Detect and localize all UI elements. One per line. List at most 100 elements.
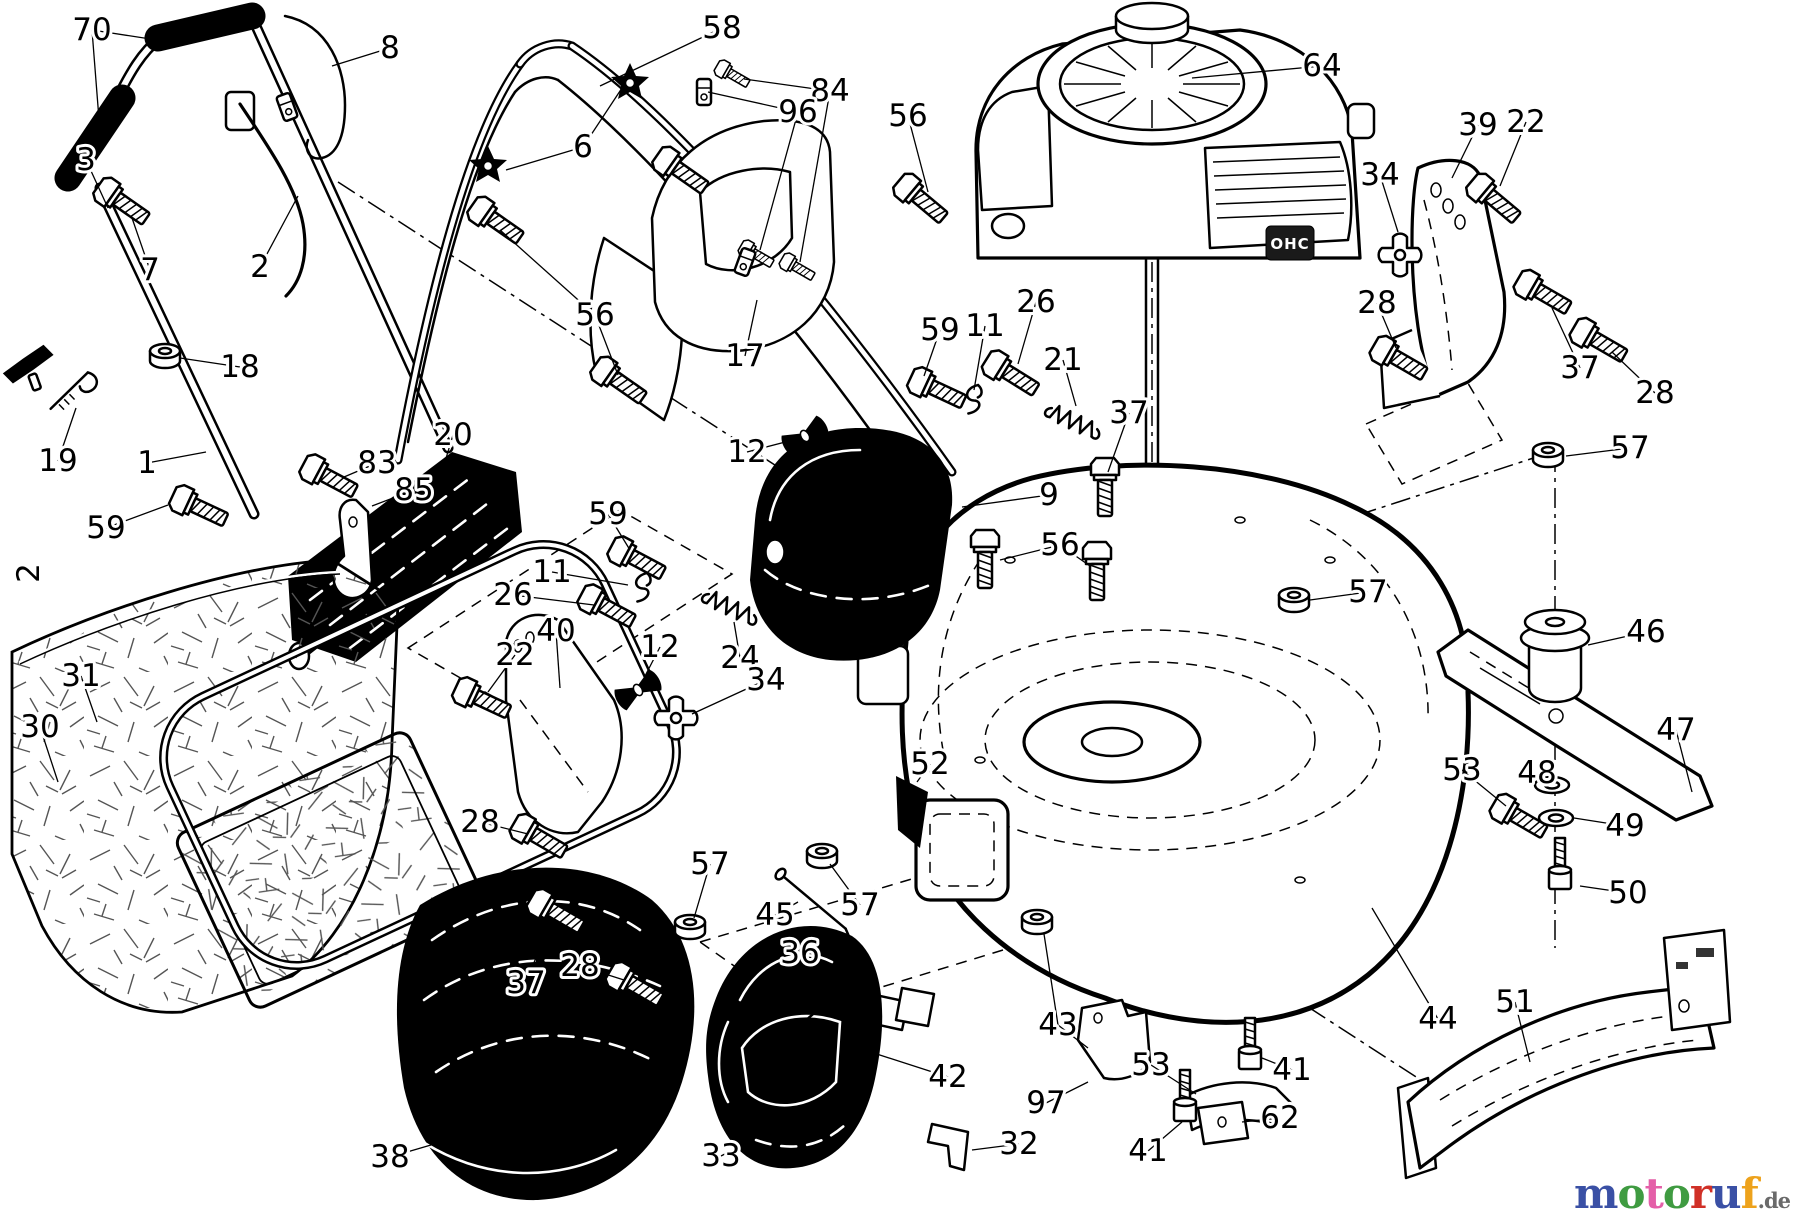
leader-line bbox=[1309, 591, 1369, 601]
leader-line bbox=[331, 47, 391, 67]
nut-icon bbox=[805, 842, 839, 870]
jbolt-icon bbox=[49, 363, 102, 424]
leader-line bbox=[85, 159, 109, 209]
leader-line bbox=[599, 27, 723, 87]
part-number-label: 34 bbox=[1360, 157, 1399, 193]
part-number-label: 28 bbox=[460, 804, 499, 840]
leader-line bbox=[146, 451, 207, 464]
part-number-label: 19 bbox=[38, 443, 77, 479]
leader-line bbox=[961, 494, 1050, 508]
leader-line bbox=[555, 630, 561, 689]
deck-handle-opening bbox=[914, 798, 1010, 902]
leader-line bbox=[1587, 631, 1647, 646]
leader-line bbox=[829, 863, 861, 906]
nut-icon bbox=[148, 342, 182, 370]
leader-line bbox=[131, 217, 151, 271]
part-number-label: 51 bbox=[1495, 984, 1534, 1020]
bolt-icon bbox=[295, 450, 363, 505]
engine-badge-plate bbox=[1265, 225, 1315, 261]
part-number-label: 37 bbox=[1560, 350, 1599, 386]
leader-line bbox=[487, 654, 516, 693]
part-number-label: 49 bbox=[1605, 808, 1644, 844]
leader-line bbox=[999, 544, 1061, 561]
part-number-label: 9 bbox=[1039, 477, 1059, 513]
leader-line bbox=[971, 1143, 1020, 1151]
leader-line bbox=[1579, 885, 1629, 894]
part-number-label: 57 bbox=[840, 887, 879, 923]
watermark-letter: o bbox=[1617, 1169, 1645, 1218]
leader-line bbox=[582, 87, 623, 148]
leader-line bbox=[91, 29, 171, 43]
part-number-label: 18 bbox=[220, 349, 259, 385]
leader-line bbox=[512, 594, 595, 606]
part-number-label: 6 bbox=[573, 129, 593, 165]
bolt-icon bbox=[165, 481, 233, 534]
part-number-label: 62 bbox=[1260, 1100, 1299, 1136]
part-number-label: 45 bbox=[755, 897, 794, 933]
mount-bracket-43 bbox=[1076, 998, 1152, 1081]
leader-line bbox=[57, 407, 77, 462]
leader-line bbox=[1514, 1001, 1531, 1063]
leader-line bbox=[774, 901, 799, 916]
leader-line bbox=[343, 462, 378, 478]
part-number-label: 46 bbox=[1626, 614, 1665, 650]
leader-line bbox=[1451, 124, 1479, 179]
part-number-label: 12 bbox=[727, 434, 766, 470]
leader-line bbox=[1107, 412, 1130, 473]
deck-wedge bbox=[896, 776, 928, 848]
part-number-label: 12 bbox=[640, 629, 679, 665]
leader-line bbox=[973, 325, 986, 391]
part-number-label: 58 bbox=[702, 10, 741, 46]
part-number-label: 44 bbox=[1418, 1001, 1457, 1037]
leader-line bbox=[1499, 121, 1527, 187]
leader-line bbox=[693, 863, 711, 919]
leader-line bbox=[1611, 351, 1656, 394]
leader-line bbox=[1573, 817, 1626, 827]
nut-icon bbox=[1020, 908, 1054, 936]
engine-badge-text: OHC bbox=[1270, 235, 1309, 253]
watermark-letter: r bbox=[1689, 1169, 1712, 1218]
engine: OHC bbox=[974, 1, 1376, 694]
blade-adapter bbox=[1527, 638, 1583, 704]
part-number-label: 37 bbox=[1109, 395, 1148, 431]
leader-line bbox=[1379, 174, 1399, 233]
leader-line bbox=[1059, 544, 1091, 567]
leader-line bbox=[851, 1045, 949, 1078]
blade bbox=[1436, 628, 1714, 822]
part-number-label: 64 bbox=[1302, 48, 1341, 84]
part-number-label: 17 bbox=[725, 338, 764, 374]
handle-grip bbox=[144, 2, 266, 52]
leader-line bbox=[743, 78, 831, 92]
part-number-label: 8 bbox=[380, 30, 400, 66]
leader-line bbox=[733, 621, 741, 659]
leader-line bbox=[746, 439, 794, 453]
part-number-label: 34 bbox=[746, 662, 785, 698]
leader-line bbox=[479, 821, 529, 835]
part-number-label: 57 bbox=[690, 846, 729, 882]
bolt-icon bbox=[977, 345, 1045, 403]
part-number-label: 28 bbox=[560, 948, 599, 984]
part-number-label: 50 bbox=[1608, 875, 1647, 911]
part-number-label: 21 bbox=[1043, 342, 1082, 378]
leader-line bbox=[1045, 1081, 1089, 1104]
part-number-label: 26 bbox=[1016, 284, 1055, 320]
leader-line bbox=[80, 675, 98, 723]
leader-line bbox=[643, 646, 661, 679]
part-number-label: 57 bbox=[1348, 574, 1387, 610]
tknob-icon bbox=[0, 341, 65, 400]
clip-32 bbox=[926, 1122, 970, 1172]
leader-line bbox=[1191, 65, 1323, 79]
leader-line bbox=[1062, 359, 1077, 407]
leader-line bbox=[1371, 907, 1439, 1020]
leader-line bbox=[1261, 1057, 1293, 1071]
part-number-label: 53 bbox=[1131, 1047, 1170, 1083]
part-number-label: 2 bbox=[250, 249, 270, 285]
part-number-label: 24 bbox=[720, 640, 759, 676]
part-number-label: 85 bbox=[394, 472, 433, 508]
watermark-letter: f bbox=[1740, 1169, 1759, 1218]
deck-center-hole bbox=[1022, 700, 1202, 784]
leader-line bbox=[691, 679, 767, 715]
watermark-suffix: .de bbox=[1757, 1188, 1791, 1213]
